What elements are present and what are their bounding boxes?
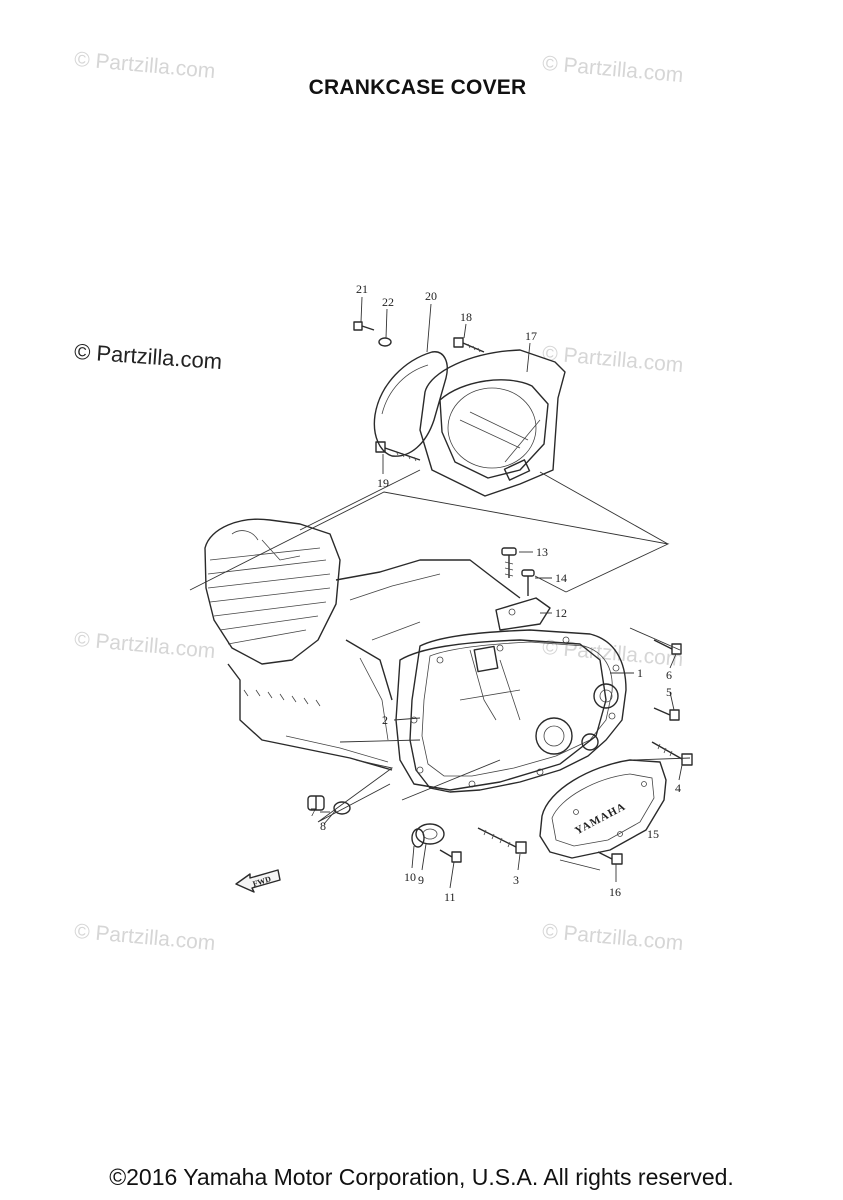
part-label-4[interactable]: 4 bbox=[675, 781, 681, 795]
bolt-6[interactable] bbox=[653, 639, 682, 655]
part-label-20[interactable]: 20 bbox=[425, 289, 437, 303]
bolt-16[interactable] bbox=[597, 851, 623, 865]
bolt-21[interactable] bbox=[353, 321, 375, 331]
o-ring-8[interactable] bbox=[333, 801, 351, 815]
part-label-21[interactable]: 21 bbox=[356, 282, 368, 296]
leader-lines bbox=[320, 296, 683, 889]
part-label-19[interactable]: 19 bbox=[377, 476, 389, 490]
screw-14[interactable] bbox=[521, 569, 535, 596]
part-label-13[interactable]: 13 bbox=[536, 545, 548, 559]
gasket-10[interactable] bbox=[411, 828, 425, 848]
plug-7[interactable] bbox=[307, 795, 325, 811]
part-label-1[interactable]: 1 bbox=[637, 666, 643, 680]
bolt-4[interactable] bbox=[651, 741, 693, 766]
part-label-18[interactable]: 18 bbox=[460, 310, 472, 324]
copyright-footer: ©2016 Yamaha Motor Corporation, U.S.A. A… bbox=[109, 1164, 734, 1190]
part-label-2[interactable]: 2 bbox=[382, 713, 388, 727]
side-cover[interactable]: YAMAHA bbox=[539, 759, 667, 859]
part-label-6[interactable]: 6 bbox=[666, 668, 672, 682]
part-label-3[interactable]: 3 bbox=[513, 873, 519, 887]
plate-12[interactable] bbox=[495, 597, 551, 631]
part-label-11[interactable]: 11 bbox=[444, 890, 456, 904]
cap-9[interactable] bbox=[415, 823, 445, 845]
bolt-19[interactable] bbox=[375, 441, 421, 462]
bolt-11[interactable] bbox=[439, 849, 462, 863]
part-label-8[interactable]: 8 bbox=[320, 819, 326, 833]
part-label-9[interactable]: 9 bbox=[418, 873, 424, 887]
bolt-5[interactable] bbox=[653, 707, 680, 721]
bolt-18[interactable] bbox=[453, 337, 485, 353]
part-label-22[interactable]: 22 bbox=[382, 295, 394, 309]
crankcase-cover[interactable] bbox=[409, 629, 627, 793]
fan-shroud[interactable] bbox=[419, 349, 566, 497]
guide-lines bbox=[189, 469, 691, 871]
shroud-gasket[interactable] bbox=[373, 351, 448, 457]
part-labels: 21 22 20 18 17 19 13 14 12 1 6 5 2 4 7 8… bbox=[310, 282, 681, 904]
part-label-10[interactable]: 10 bbox=[404, 870, 416, 884]
cover-gasket[interactable] bbox=[395, 639, 607, 791]
washer-22[interactable] bbox=[378, 337, 392, 347]
part-label-7[interactable]: 7 bbox=[310, 805, 316, 819]
part-label-14[interactable]: 14 bbox=[555, 571, 567, 585]
page-title: CRANKCASE COVER bbox=[308, 76, 527, 99]
part-label-16[interactable]: 16 bbox=[609, 885, 621, 899]
part-label-15[interactable]: 15 bbox=[647, 827, 659, 841]
part-label-17[interactable]: 17 bbox=[525, 329, 537, 343]
screw-13[interactable] bbox=[501, 547, 517, 578]
bolt-3[interactable] bbox=[477, 827, 527, 854]
part-label-12[interactable]: 12 bbox=[555, 606, 567, 620]
part-label-5[interactable]: 5 bbox=[666, 685, 672, 699]
fwd-arrow-icon: FWD bbox=[235, 869, 281, 893]
engine-block bbox=[204, 518, 521, 771]
